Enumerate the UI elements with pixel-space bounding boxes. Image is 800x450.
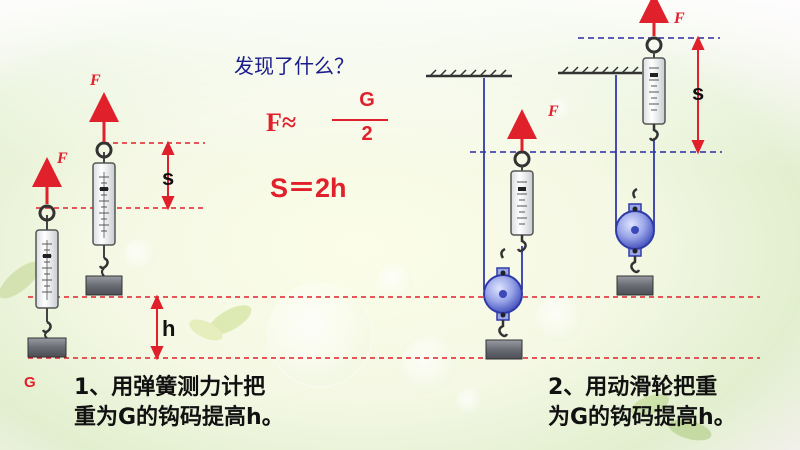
decorative-bubbles xyxy=(124,98,584,416)
movable-pulley-system-1 xyxy=(483,78,534,360)
caption-pulley: 2、用动滑轮把重 为G的钩码提高h。 xyxy=(548,373,736,433)
movable-pulley-system-2 xyxy=(615,36,666,296)
caption-spring-scale: 1、用弹簧测力计把 重为G的钩码提高h。 xyxy=(74,373,284,433)
h-dimension xyxy=(150,294,164,361)
force-label-lower: F xyxy=(57,150,68,167)
h-label: h xyxy=(162,316,176,341)
hook-weight-raised xyxy=(85,275,123,296)
spring-scale-lower xyxy=(27,204,67,358)
force-label-upper: F xyxy=(90,72,101,89)
decorative-leaves xyxy=(0,261,712,441)
formula-denominator: 2 xyxy=(361,123,373,145)
pulley-weight-2 xyxy=(616,275,654,296)
s-dimension-right xyxy=(691,35,705,155)
caption-2-line-1: 2、用动滑轮把重 xyxy=(548,375,718,400)
caption-2-line-2: 为G的钩码提高h。 xyxy=(548,405,736,430)
formula-numerator: G xyxy=(359,89,375,111)
s-label-right: s xyxy=(692,80,705,105)
s-dimension-left xyxy=(161,140,175,211)
force-label-pulley-1: F xyxy=(548,103,559,120)
caption-1-line-2: 重为G的钩码提高h。 xyxy=(74,405,284,430)
force-label-pulley-2: F xyxy=(674,10,685,27)
formula-force-lhs: F≈ xyxy=(266,108,297,137)
hook-weight-ground xyxy=(27,337,67,358)
question-text: 发现了什么？ xyxy=(234,54,354,78)
pulley-weight-1 xyxy=(485,339,523,360)
s-label-left: s xyxy=(162,165,175,190)
ceiling-support-1 xyxy=(426,69,512,78)
ceiling-support-2 xyxy=(558,66,642,75)
weight-label: G xyxy=(24,374,36,391)
caption-1-line-1: 1、用弹簧测力计把 xyxy=(74,375,266,400)
formula-distance: S＝2h xyxy=(270,173,347,203)
spring-scale-upper xyxy=(85,141,123,296)
